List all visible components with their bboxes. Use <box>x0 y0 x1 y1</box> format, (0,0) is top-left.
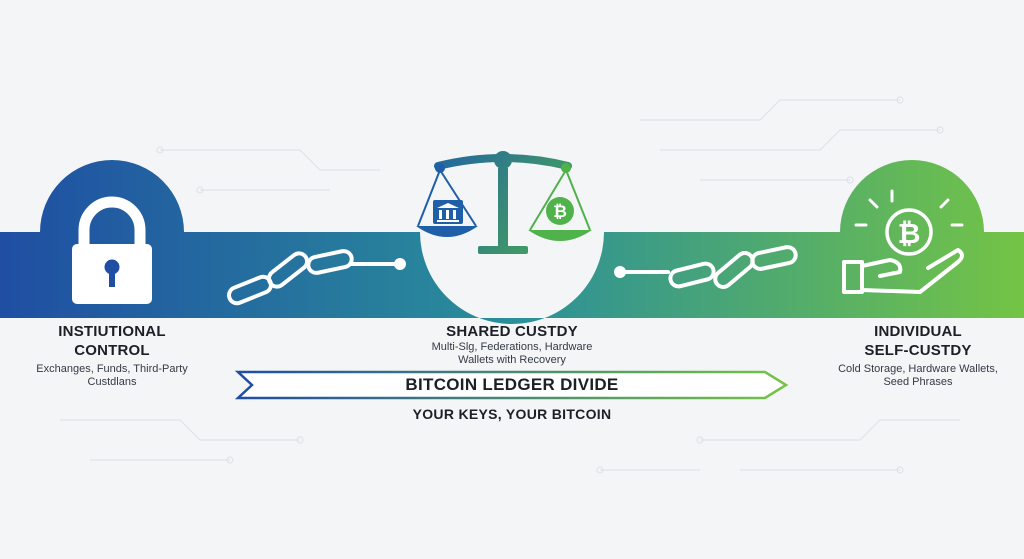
left-section-subtitle: Exchanges, Funds, Third-Party Custdlans <box>36 363 188 388</box>
balance-scale-icon <box>416 151 592 254</box>
tagline: YOUR KEYS, YOUR BITCOIN <box>412 406 612 422</box>
bitcoin-icon-scale: ₿ <box>546 197 574 225</box>
chain-link-icon-right <box>614 245 798 289</box>
circuit-background <box>60 96 960 474</box>
hand-bitcoin-icon: ₿ <box>842 189 964 294</box>
ledger-divide-label: BITCOIN LEDGER DIVIDE <box>405 375 619 394</box>
middle-section-subtitle: Multi-Slg, Federations, Hardware Wallets… <box>431 341 593 366</box>
bank-icon <box>433 200 463 224</box>
padlock-icon <box>72 196 152 304</box>
svg-text:₿: ₿ <box>898 218 921 249</box>
chain-link-icon-left <box>227 249 406 306</box>
right-section-title: INDIVIDUAL SELF-CUSTDY <box>864 323 972 359</box>
right-section-subtitle: Cold Storage, Hardware Wallets, Seed Phr… <box>838 363 998 388</box>
middle-section-title: SHARED CUSTDY <box>446 323 578 340</box>
svg-text:₿: ₿ <box>553 202 567 221</box>
ledger-divide-arrow <box>234 370 789 400</box>
left-section-title: INSTIUTIONAL CONTROL <box>58 323 166 359</box>
custody-spectrum-band <box>0 160 1024 324</box>
